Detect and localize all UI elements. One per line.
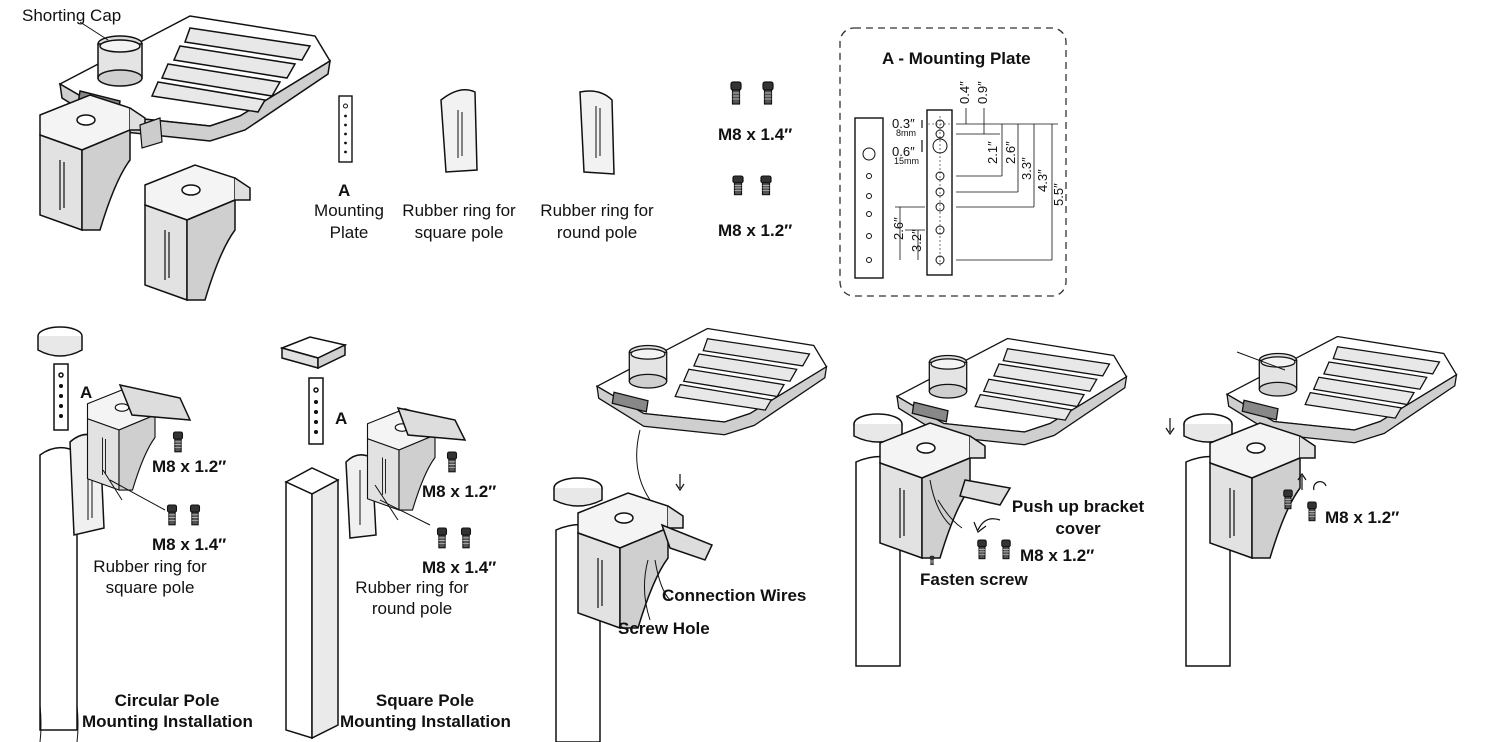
dim-8mm: 8mm bbox=[896, 128, 916, 138]
circular-rubber-label-1: Rubber ring for bbox=[93, 557, 207, 576]
bracket-top bbox=[39, 94, 146, 231]
dim-3-2: 3.2″ bbox=[909, 229, 924, 252]
rubber-round-label-2: round pole bbox=[556, 223, 638, 242]
final-step-assembly bbox=[1165, 335, 1458, 667]
plate-detail-box bbox=[839, 27, 1067, 297]
dim-2-6-bottom: 2.6″ bbox=[891, 217, 906, 240]
push-bracket-label-1: Push up bracket bbox=[1011, 497, 1145, 516]
square-letter-a: A bbox=[335, 409, 348, 428]
wiring-step-assembly bbox=[553, 327, 828, 742]
circular-title-1: Circular Pole bbox=[114, 691, 220, 710]
circular-letter-a: A bbox=[80, 383, 93, 402]
circular-pole-assembly bbox=[37, 326, 192, 742]
square-screw-short: M8 x 1.2″ bbox=[422, 482, 497, 501]
plate-detail-title: A - Mounting Plate bbox=[882, 49, 1031, 68]
final-screws bbox=[1283, 489, 1317, 522]
circular-screws bbox=[166, 431, 201, 526]
square-pole-assembly bbox=[279, 336, 467, 740]
mounting-plate-label-2: Plate bbox=[329, 223, 369, 242]
circular-rubber-label-2: square pole bbox=[105, 578, 195, 597]
bracket-spare bbox=[144, 164, 251, 301]
bracket-step-assembly bbox=[853, 337, 1128, 667]
rubber-square-label-2: square pole bbox=[414, 223, 504, 242]
square-rubber-label-1: Rubber ring for bbox=[355, 578, 469, 597]
final-screw-label: M8 x 1.2″ bbox=[1325, 508, 1400, 527]
dim-0-6: 0.6″ bbox=[892, 144, 915, 159]
dim-2-1: 2.1″ bbox=[985, 141, 1000, 164]
mounting-plate-letter: A bbox=[338, 181, 351, 200]
dim-0-9: 0.9″ bbox=[975, 81, 990, 104]
square-screw-long: M8 x 1.4″ bbox=[422, 558, 497, 577]
screw-short-label: M8 x 1.2″ bbox=[718, 221, 793, 240]
rubber-ring-square-part bbox=[440, 89, 478, 173]
dim-4-3: 4.3″ bbox=[1035, 169, 1050, 192]
shorting-cap-label: Shorting Cap bbox=[22, 6, 122, 25]
screw-hole-label: Screw Hole bbox=[618, 619, 710, 638]
screws-short-part bbox=[732, 175, 772, 196]
push-bracket-label-2: cover bbox=[1055, 519, 1101, 538]
knuckle-top bbox=[139, 117, 163, 149]
connection-wires-label: Connection Wires bbox=[662, 586, 807, 605]
screws-long-part bbox=[730, 81, 774, 105]
dim-3-3: 3.3″ bbox=[1019, 157, 1034, 180]
rubber-round-label-1: Rubber ring for bbox=[540, 201, 654, 220]
dim-15mm: 15mm bbox=[894, 156, 920, 166]
dim-0-4: 0.4″ bbox=[957, 81, 972, 104]
dim-0-3: 0.3″ bbox=[892, 116, 915, 131]
fasten-screw-label: Fasten screw bbox=[920, 570, 1028, 589]
circular-screw-long: M8 x 1.4″ bbox=[152, 535, 227, 554]
circular-title-2: Mounting Installation bbox=[82, 712, 253, 731]
rubber-ring-round-part bbox=[579, 90, 615, 175]
plate-detail-drawing bbox=[854, 108, 1058, 279]
bracket-screw-label: M8 x 1.2″ bbox=[1020, 546, 1095, 565]
square-rubber-label-2: round pole bbox=[371, 599, 453, 618]
square-title-2: Mounting Installation bbox=[340, 712, 511, 731]
rubber-square-label-1: Rubber ring for bbox=[402, 201, 516, 220]
dim-2-6-top: 2.6″ bbox=[1003, 141, 1018, 164]
mounting-plate-part bbox=[338, 95, 353, 163]
dim-5-5: 5.5″ bbox=[1051, 183, 1066, 206]
screw-long-label: M8 x 1.4″ bbox=[718, 125, 793, 144]
shorting-cap-leader bbox=[79, 21, 109, 41]
square-title-1: Square Pole bbox=[375, 691, 475, 710]
circular-screw-short: M8 x 1.2″ bbox=[152, 457, 227, 476]
mounting-plate-label-1: Mounting bbox=[314, 201, 384, 220]
